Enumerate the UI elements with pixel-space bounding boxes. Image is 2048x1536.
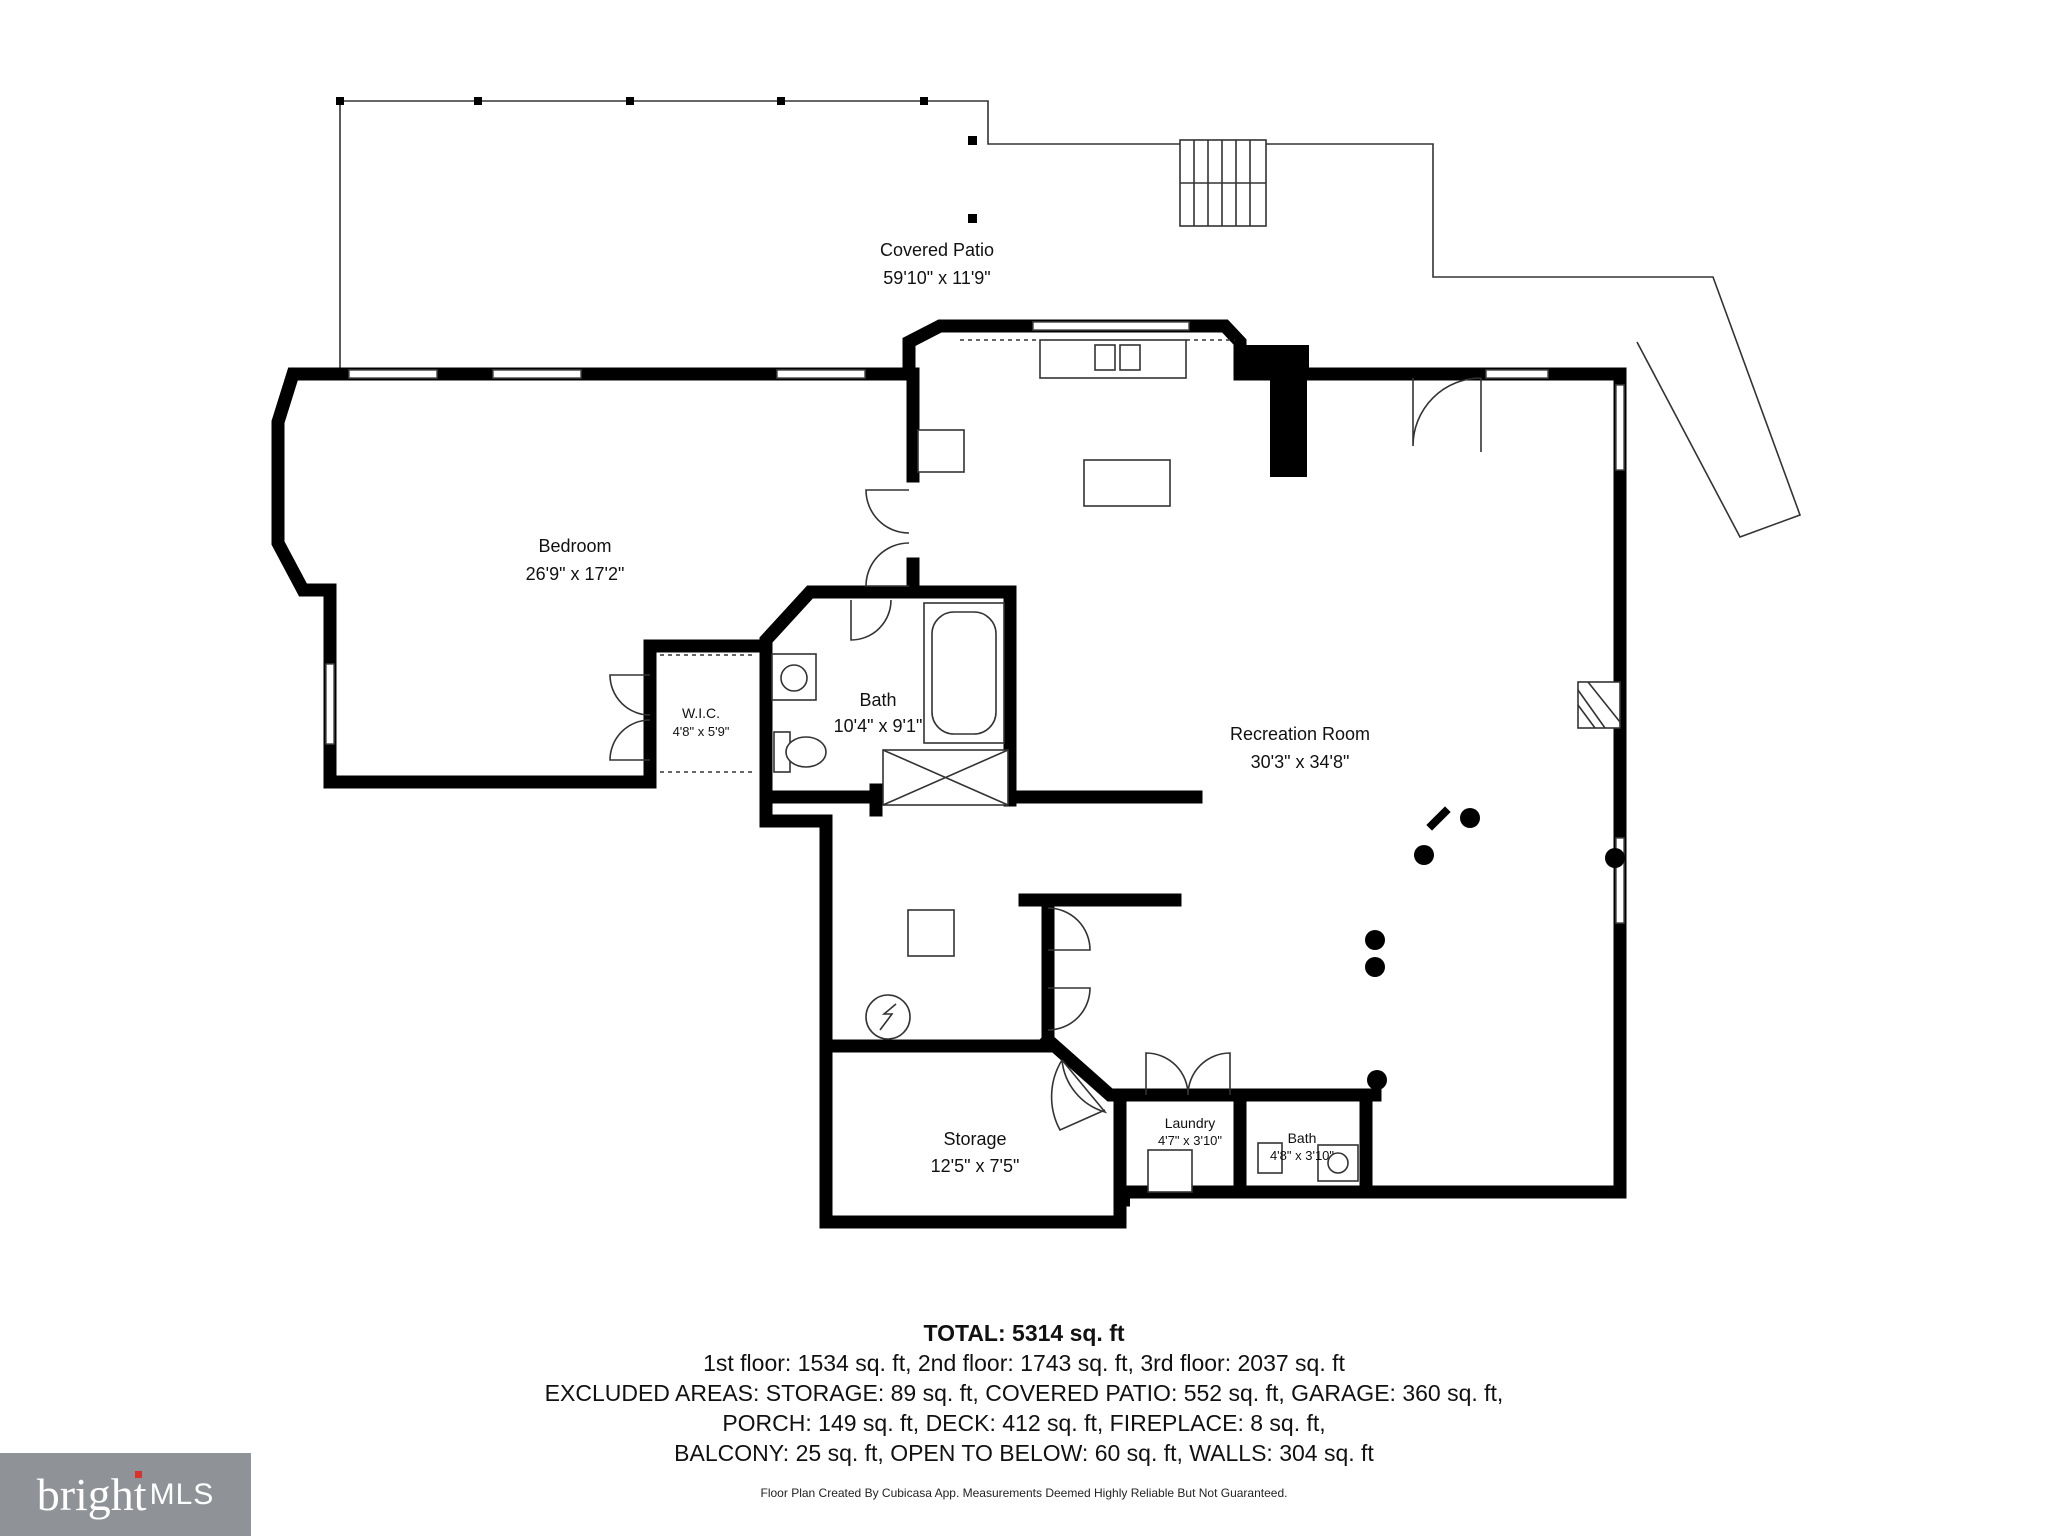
covered-patio-outline: [336, 97, 1802, 538]
laundry-name: Laundry: [1165, 1115, 1216, 1131]
floor-areas: 1st floor: 1534 sq. ft, 2nd floor: 1743 …: [703, 1350, 1345, 1376]
windows: [325, 321, 1625, 924]
doors: [609, 377, 1482, 1132]
storage-name: Storage: [943, 1129, 1006, 1149]
bath-main-name: Bath: [859, 690, 896, 710]
wic-name: W.I.C.: [682, 705, 720, 721]
recreation-room-dims: 30'3" x 34'8": [1251, 752, 1350, 772]
excluded-areas-2: PORCH: 149 sq. ft, DECK: 412 sq. ft, FIR…: [722, 1410, 1326, 1436]
recreation-room-name: Recreation Room: [1230, 724, 1370, 744]
room-labels: Covered Patio 59'10" x 11'9" Bedroom 26'…: [526, 240, 1370, 1176]
bright-mls-logo: bright MLS: [0, 1453, 251, 1536]
logo-accent-icon: [134, 1471, 142, 1478]
bath-small-name: Bath: [1288, 1130, 1317, 1146]
patio-stairs: [1179, 139, 1267, 227]
bath-main-dims: 10'4" x 9'1": [834, 716, 923, 736]
bath-small-dims: 4'8" x 3'10": [1270, 1148, 1334, 1163]
excluded-areas-3: BALCONY: 25 sq. ft, OPEN TO BELOW: 60 sq…: [674, 1440, 1374, 1466]
area-summary: TOTAL: 5314 sq. ft 1st floor: 1534 sq. f…: [0, 1318, 2048, 1468]
wic-dims: 4'8" x 5'9": [673, 724, 730, 739]
walls: [271, 319, 1627, 1229]
storage-dims: 12'5" x 7'5": [931, 1156, 1020, 1176]
excluded-areas-1: EXCLUDED AREAS: STORAGE: 89 sq. ft, COVE…: [544, 1380, 1504, 1406]
covered-patio-name: Covered Patio: [880, 240, 994, 260]
logo-suffix: MLS: [149, 1477, 215, 1511]
bedroom-dims: 26'9" x 17'2": [526, 564, 625, 584]
bedroom-name: Bedroom: [538, 536, 611, 556]
laundry-dims: 4'7" x 3'10": [1158, 1133, 1222, 1148]
logo-brand: bright: [36, 1469, 147, 1520]
total-area: TOTAL: 5314 sq. ft: [923, 1320, 1125, 1346]
covered-patio-dims: 59'10" x 11'9": [883, 268, 990, 288]
fixtures: [660, 339, 1625, 1193]
disclaimer: Floor Plan Created By Cubicasa App. Meas…: [760, 1486, 1288, 1500]
